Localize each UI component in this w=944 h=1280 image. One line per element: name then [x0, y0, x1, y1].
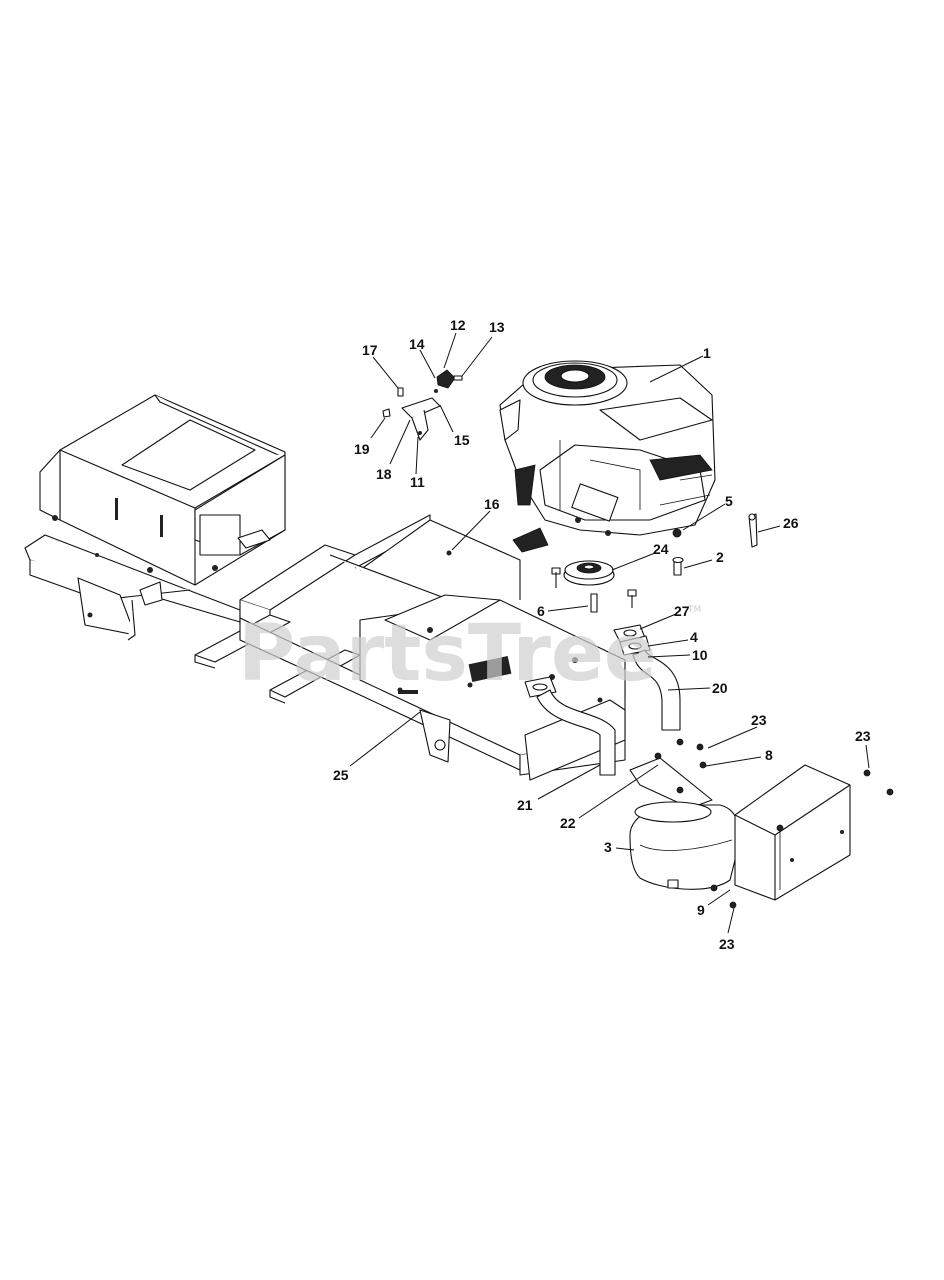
- callout-1: 1: [703, 345, 711, 361]
- callout-27: 27: [674, 603, 690, 619]
- callout-25: 25: [333, 767, 349, 783]
- exhaust-parts: [524, 624, 894, 909]
- callout-6: 6: [537, 603, 545, 619]
- callout-9: 9: [697, 902, 705, 918]
- callout-13: 13: [489, 319, 505, 335]
- callout-4: 4: [690, 629, 698, 645]
- callout-12: 12: [450, 317, 466, 333]
- leader-lines: [349, 332, 870, 934]
- callout-21: 21: [517, 797, 533, 813]
- callout-20: 20: [712, 680, 728, 696]
- callout-18: 18: [376, 466, 392, 482]
- callout-23-c: 23: [719, 936, 735, 952]
- watermark: PartsTree TM: [238, 605, 701, 699]
- callout-23-b: 23: [855, 728, 871, 744]
- watermark-tm: TM: [687, 605, 701, 615]
- callout-3: 3: [604, 839, 612, 855]
- callout-26: 26: [783, 515, 799, 531]
- engine-assembly: [499, 360, 716, 553]
- callout-23-a: 23: [751, 712, 767, 728]
- callout-16: 16: [484, 496, 500, 512]
- callout-11: 11: [410, 474, 425, 490]
- callout-17: 17: [362, 342, 378, 358]
- watermark-text: PartsTree: [238, 609, 657, 699]
- callout-14: 14: [409, 336, 425, 352]
- chassis-frame: [24, 394, 626, 781]
- callout-8: 8: [765, 747, 773, 763]
- callout-5: 5: [725, 493, 733, 509]
- callout-10: 10: [692, 647, 708, 663]
- callout-15: 15: [454, 432, 470, 448]
- callout-24: 24: [653, 541, 669, 557]
- ignition-switch-parts: [382, 369, 463, 441]
- callouts: 1 2 3 4 5 6 8 9 10 11 12 13 14 15 16 17 …: [333, 317, 871, 952]
- callout-2: 2: [716, 549, 724, 565]
- callout-22: 22: [560, 815, 576, 831]
- callout-19: 19: [354, 441, 370, 457]
